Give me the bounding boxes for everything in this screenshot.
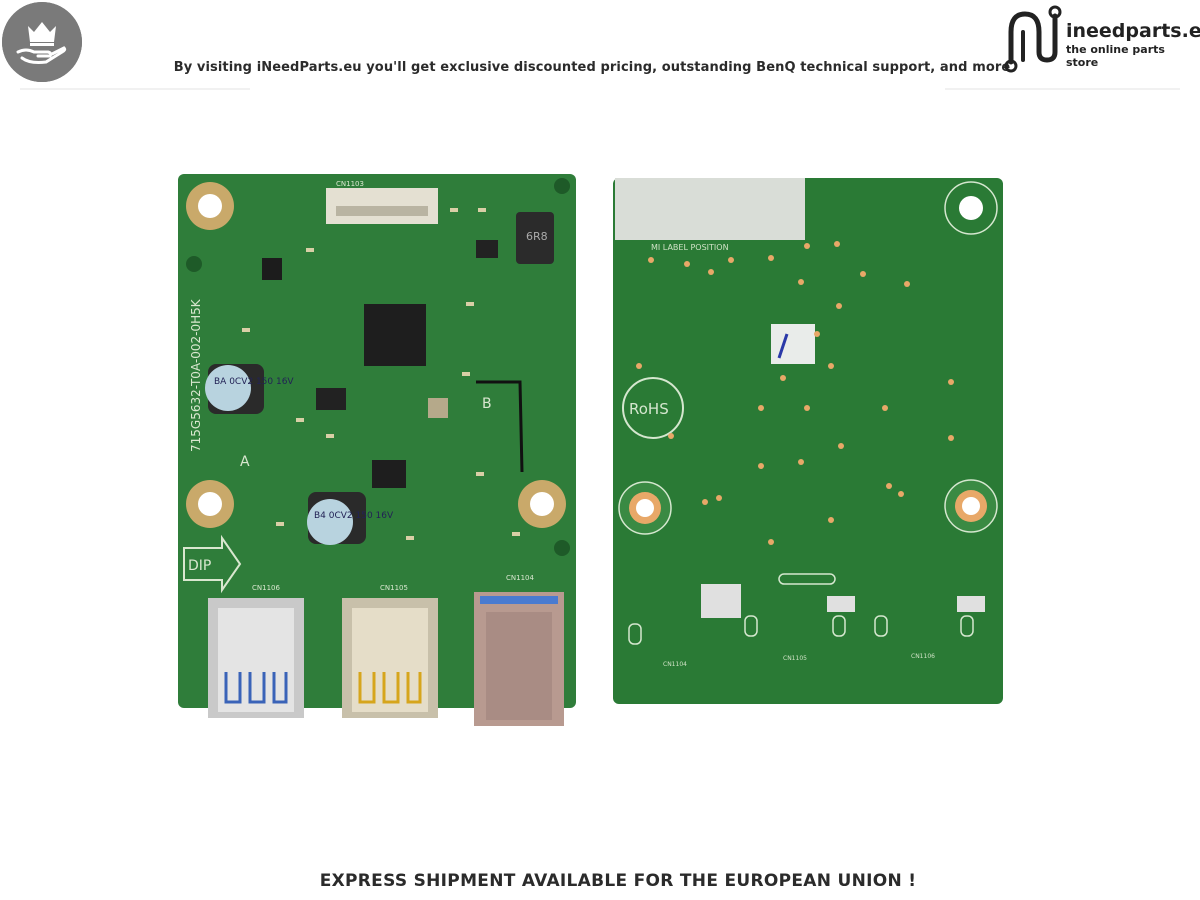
svg-text:B: B [482, 396, 492, 412]
mounting-hole [518, 480, 566, 528]
svg-text:6R8: 6R8 [526, 230, 548, 243]
divider-right [945, 88, 1180, 90]
svg-text:CN1104: CN1104 [506, 574, 534, 582]
connector-pad [701, 584, 741, 618]
brand-logo[interactable]: ineedparts.eu the online parts store [1003, 2, 1200, 74]
controller-chip [364, 304, 426, 366]
label-area [615, 178, 805, 240]
crown-hand-badge [2, 2, 82, 82]
mounting-hole [944, 181, 998, 235]
divider-left [20, 88, 250, 90]
label-position-text: MI LABEL POSITION [651, 243, 729, 252]
front-board-photo: 6R8 BA 0CV2 150 16V B4 0CV2 150 16V [176, 172, 581, 732]
mounting-hole [186, 480, 234, 528]
usb-port [342, 598, 438, 718]
shipping-notice: EXPRESS SHIPMENT AVAILABLE FOR THE EUROP… [319, 871, 917, 891]
svg-text:CN1106: CN1106 [252, 584, 280, 592]
crown-hand-icon [2, 2, 82, 82]
plug-logo-icon [1004, 5, 1062, 73]
svg-text:CN1105: CN1105 [380, 584, 408, 592]
promo-text: By visiting iNeedParts.eu you'll get exc… [173, 60, 1011, 75]
part-number: 715G5632-T0A-002-0H5K [189, 298, 203, 452]
back-board-photo: MI LABEL POSITION RoHS [611, 176, 1007, 708]
svg-text:CN1106: CN1106 [911, 653, 935, 660]
brand-tagline: the online parts store [1066, 43, 1165, 69]
mounting-hole [186, 182, 234, 230]
dip-label: DIP [188, 558, 211, 574]
svg-text:CN1105: CN1105 [783, 655, 807, 662]
solder-pads [636, 241, 954, 545]
mounting-hole [618, 481, 672, 535]
svg-text:CN1103: CN1103 [336, 180, 364, 188]
test-pad-grid [771, 324, 815, 364]
svg-text:BA 0CV2 150 16V: BA 0CV2 150 16V [214, 377, 294, 387]
usb-port [474, 592, 564, 726]
electrolytic-capacitor: B4 0CV2 150 16V [307, 492, 394, 545]
rohs-mark [622, 377, 684, 439]
inductor [516, 212, 554, 264]
brand-name: ineedparts.eu [1066, 20, 1200, 42]
rohs-text: RoHS [629, 400, 669, 418]
mounting-hole [944, 479, 998, 533]
electrolytic-capacitor: BA 0CV2 150 16V [205, 364, 294, 414]
svg-text:B4 0CV2 150 16V: B4 0CV2 150 16V [314, 511, 394, 521]
usb-port [208, 598, 304, 718]
svg-text:A: A [240, 454, 250, 470]
svg-text:CN1104: CN1104 [663, 661, 687, 668]
